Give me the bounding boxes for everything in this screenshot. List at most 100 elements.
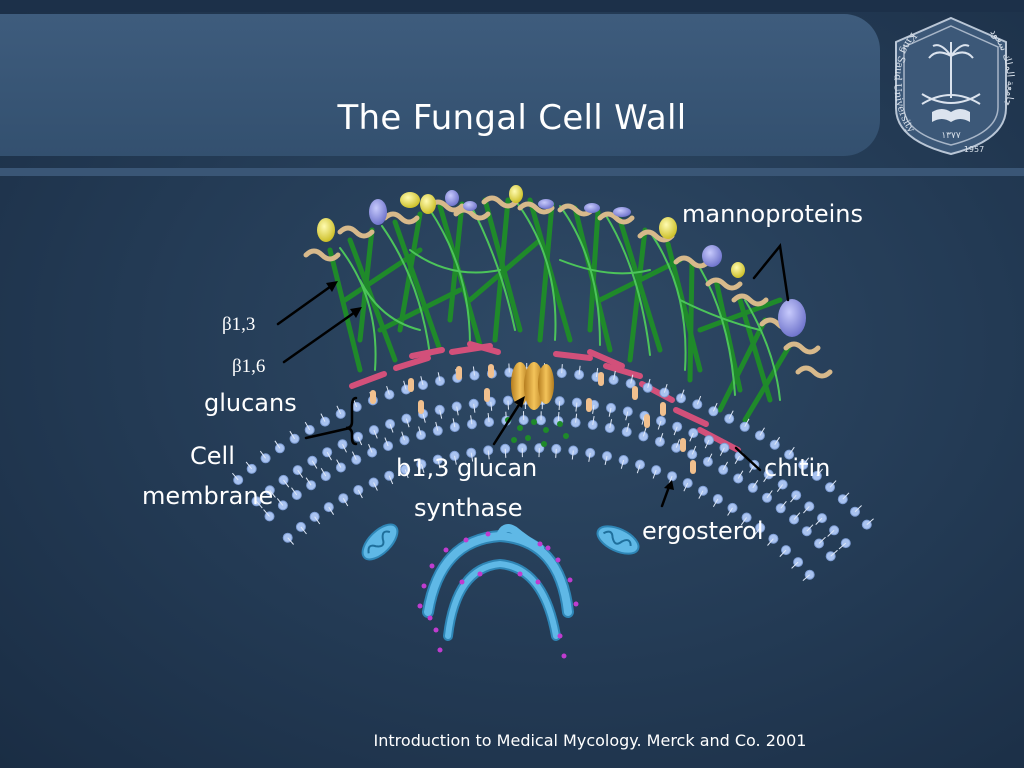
phospholipid-tail: [575, 413, 578, 423]
phospholipid-tail: [386, 385, 390, 395]
beta13-label: β1,3: [222, 314, 256, 335]
phospholipid-tail: [759, 427, 765, 436]
phospholipid-tail: [504, 448, 507, 458]
phospholipid-tail: [311, 460, 318, 469]
phospholipid-tail: [274, 440, 281, 449]
phospholipid-tail: [418, 426, 422, 436]
chitin-label: chitin: [764, 454, 831, 482]
endoplasmic-reticulum: [422, 524, 574, 641]
phospholipid-tail: [454, 455, 457, 465]
phospholipid-tail: [642, 427, 647, 437]
phospholipid-tail: [452, 418, 456, 428]
phospholipid-tail: [357, 436, 363, 446]
crossed-swords-icon: [921, 93, 981, 105]
phospholipid-tail: [802, 574, 811, 581]
phospholipid-tail: [326, 451, 332, 461]
phospholipid-tail: [561, 364, 563, 374]
phospholipid-tail: [609, 419, 613, 429]
phospholipid-tail: [368, 444, 373, 453]
phospholipid-tail: [487, 413, 490, 423]
phospholipid-tail: [435, 421, 439, 431]
synthase-label-line1: b1,3 glucan: [396, 454, 538, 482]
beta16-label: β1,6: [232, 356, 266, 377]
phospholipid-tail: [588, 452, 591, 462]
title-bar: [0, 14, 880, 156]
phospholipid-tail: [827, 529, 835, 537]
mannoproteins-label: mannoproteins: [682, 200, 864, 228]
phospholipid-tail: [791, 561, 799, 569]
phospholipid-tail: [689, 432, 694, 442]
arrowheads: [326, 281, 674, 490]
phospholipid-tail: [647, 378, 651, 388]
synthase-label-line2: synthase: [414, 494, 523, 522]
phospholipid-tail: [744, 418, 750, 428]
phospholipid-tail: [613, 370, 616, 380]
phospholipid-tail: [652, 469, 657, 479]
phospholipid-tail: [657, 420, 662, 430]
phospholipid-tail: [698, 490, 704, 499]
phospholipid-tail: [752, 480, 759, 489]
phospholipid-tail: [283, 479, 290, 488]
phospholipid-tail: [722, 461, 729, 471]
phospholipid-tail: [558, 401, 561, 411]
phospholipid-tail: [405, 418, 410, 428]
phospholipid-tail: [767, 538, 774, 546]
phospholipid-tail: [707, 453, 713, 462]
phospholipid-tail: [818, 536, 826, 544]
phospholipid-tail: [304, 421, 311, 431]
phospholipid-tail: [269, 489, 276, 498]
phospholipid-tail: [507, 400, 509, 410]
phospholipid-tail: [473, 403, 476, 413]
phospholipid-tail: [470, 452, 474, 462]
glucan-synthase-complex: [511, 362, 554, 410]
phospholipid-tail: [342, 443, 347, 453]
phospholipid-tail: [470, 415, 473, 425]
phospholipid-tail: [289, 430, 296, 440]
phospholipid-tail: [766, 490, 773, 499]
phospholipid-tail: [740, 517, 748, 526]
cell-membrane-label-line2: membrane: [142, 482, 274, 510]
phospholipid-tail: [712, 498, 719, 507]
phospholipid-tail: [557, 411, 560, 422]
phospholipid-tail: [749, 464, 755, 473]
phospholipid-tail: [404, 469, 409, 479]
phospholipid-tail: [704, 439, 710, 449]
phospholipid-tail: [314, 516, 321, 525]
phospholipid-tail: [803, 506, 810, 514]
phospholipid-tail: [842, 492, 850, 500]
phospholipid-tail: [437, 459, 441, 469]
phospholipid-tail: [866, 518, 874, 525]
phospholipid-tail: [472, 366, 475, 376]
phospholipid-tail: [592, 404, 595, 414]
mitochondrion-left: [361, 523, 399, 561]
phospholipid-tail: [287, 537, 294, 545]
phospholipid-tail: [630, 374, 634, 384]
phospholipid-tail: [575, 402, 578, 412]
phospholipid-tail: [291, 487, 298, 496]
glucan-fibers: [327, 197, 793, 423]
phospholipid-tail: [389, 423, 394, 433]
phospholipid-tail: [815, 517, 823, 525]
phospholipid-tail: [793, 512, 801, 520]
phospholipid-tail: [604, 455, 608, 466]
phospholipid-tail: [776, 484, 784, 493]
phospholipid-tail: [555, 448, 557, 458]
phospholipid-tail: [675, 439, 680, 448]
phospholipid-tail: [403, 380, 407, 390]
mannoprotein-glyphs: [317, 185, 806, 337]
phospholipid-tail: [259, 450, 267, 459]
phospholipid-tail: [754, 527, 761, 536]
phospholipid-tail: [608, 407, 612, 417]
ergosterol-label: ergosterol: [642, 517, 764, 545]
phospholipid-tail: [790, 494, 797, 503]
phospholipid-tail: [245, 461, 253, 470]
citation: Introduction to Medical Mycology. Merck …: [373, 731, 807, 750]
logo-hijri-year: ١٣٧٧: [941, 131, 961, 141]
phospholipid-tail: [276, 498, 284, 506]
logo-year: 1957: [964, 145, 984, 154]
phospholipid-tail: [696, 395, 702, 405]
phospholipid-tail: [437, 372, 441, 382]
phospholipid-tail: [737, 470, 744, 479]
phospholipid-tail: [802, 457, 810, 466]
